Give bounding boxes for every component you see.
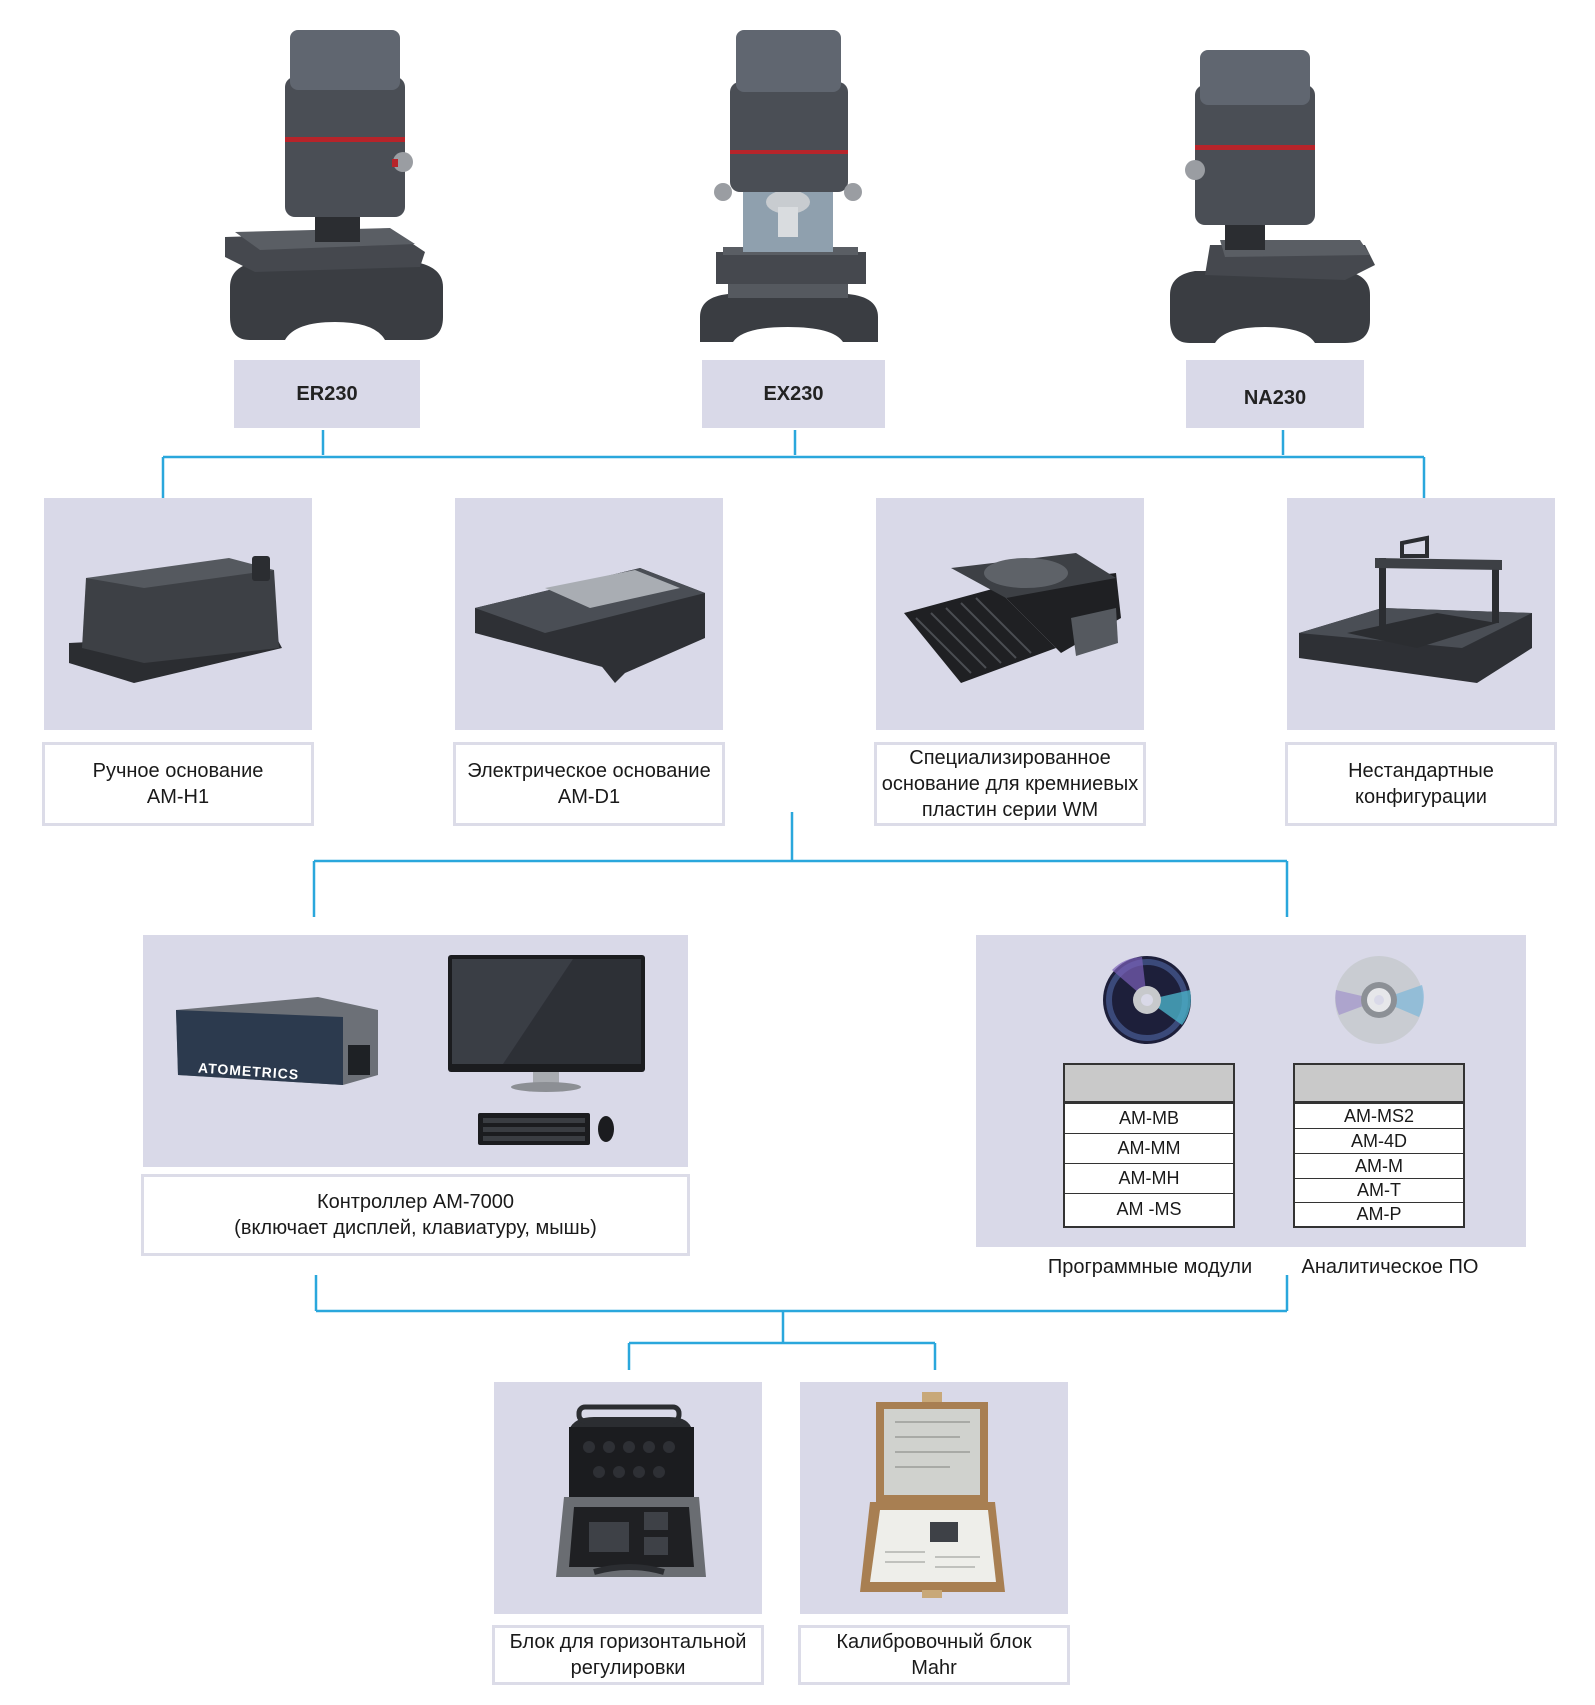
table-row: AM-M xyxy=(1295,1153,1463,1178)
base-manual-caption: Ручное основание AM-H1 xyxy=(42,742,314,826)
base-custom-caption: Нестандартные конфигурации xyxy=(1285,742,1557,826)
microscope-na230-image xyxy=(1165,45,1385,345)
caption-line: Ручное основание xyxy=(92,760,264,782)
disc-icon xyxy=(1335,956,1424,1044)
caption-line: (включает дисплей, клавиатуру, мышь) xyxy=(234,1217,597,1239)
table-row: AM-4D xyxy=(1295,1128,1463,1153)
table-row: AM-MH xyxy=(1065,1163,1233,1193)
table-row: AM-MB xyxy=(1065,1103,1233,1133)
software-analysis-label: Аналитическое ПО xyxy=(1301,1256,1479,1278)
caption-line: Специализированное xyxy=(909,747,1111,769)
model-box-ex230: EX230 xyxy=(702,360,885,428)
caption-line: AM-D1 xyxy=(557,786,621,808)
model-label: EX230 xyxy=(763,382,824,405)
controller-panel: ATOMETRICS xyxy=(143,935,688,1167)
model-label: ER230 xyxy=(296,382,358,405)
base-electric-panel xyxy=(455,498,723,730)
table-row: AM -MS xyxy=(1065,1193,1233,1224)
model-label: NA230 xyxy=(1243,386,1307,409)
table-header xyxy=(1295,1065,1463,1103)
software-modules-table: AM-MB AM-MM AM-MH AM -MS xyxy=(1063,1063,1235,1228)
base-custom-panel xyxy=(1287,498,1555,730)
caption-line: Блок для горизонтальной xyxy=(509,1631,747,1653)
calibration-block-caption: Калибровочный блок Mahr xyxy=(798,1625,1070,1685)
model-box-na230: NA230 xyxy=(1186,360,1364,428)
caption-line: Нестандартные xyxy=(1348,760,1494,782)
base-electric-caption: Электрическое основание AM-D1 xyxy=(453,742,725,826)
caption-line: регулировки xyxy=(570,1657,686,1679)
table-row: AM-MM xyxy=(1065,1133,1233,1163)
caption-line: AM-H1 xyxy=(146,786,210,808)
controller-caption: Контроллер AM-7000 (включает дисплей, кл… xyxy=(141,1174,690,1256)
caption-line: Электрическое основание xyxy=(467,760,711,782)
table-row: AM-T xyxy=(1295,1178,1463,1202)
caption-line: Контроллер AM-7000 xyxy=(316,1191,515,1213)
calibration-block-panel xyxy=(800,1382,1068,1614)
software-panel: AM-MB AM-MM AM-MH AM -MS AM-MS2 AM-4D AM… xyxy=(976,935,1526,1247)
disc-icon xyxy=(1103,956,1191,1044)
caption-line: пластин серии WM xyxy=(921,799,1099,821)
caption-line: Калибровочный блок xyxy=(836,1631,1032,1653)
table-header xyxy=(1065,1065,1233,1103)
model-box-er230: ER230 xyxy=(234,360,420,428)
caption-line: Mahr xyxy=(911,1657,957,1679)
base-wafer-caption: Специализированное основание для кремние… xyxy=(874,742,1146,826)
caption-line: основание для кремниевых xyxy=(881,773,1139,795)
base-manual-panel xyxy=(44,498,312,730)
table-row: AM-P xyxy=(1295,1202,1463,1226)
microscope-er230-image xyxy=(215,22,455,342)
software-analysis-table: AM-MS2 AM-4D AM-M AM-T AM-P xyxy=(1293,1063,1465,1228)
table-row: AM-MS2 xyxy=(1295,1103,1463,1128)
caption-line: конфигурации xyxy=(1355,786,1487,808)
leveling-block-caption: Блок для горизонтальной регулировки xyxy=(492,1625,764,1685)
leveling-block-panel xyxy=(494,1382,762,1614)
microscope-ex230-image xyxy=(688,22,888,347)
base-wafer-panel xyxy=(876,498,1144,730)
software-modules-label: Программные модули xyxy=(1047,1256,1253,1278)
